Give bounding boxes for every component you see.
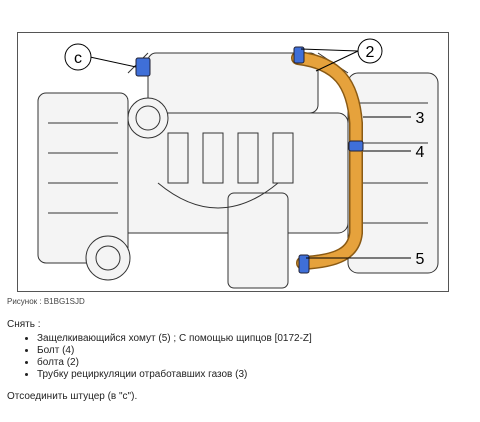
list-item: Трубку рециркуляции отработавших газов (…	[37, 369, 312, 381]
engine-illustration: c 2 3 4 5	[17, 32, 449, 292]
callout-2: 2	[300, 38, 383, 72]
callout-4: 4	[363, 144, 425, 161]
callout-3: 3	[363, 110, 425, 127]
list-item: Болт (4)	[37, 345, 312, 357]
disconnect-instruction: Отсоединить штуцер (в "с").	[7, 391, 138, 402]
engine-body	[37, 52, 439, 289]
remove-label: Снять :	[7, 319, 41, 330]
callout-c: c	[64, 43, 137, 71]
svg-text:2: 2	[366, 44, 375, 61]
figure-caption: Рисунок : B1BG1SJD	[7, 297, 85, 306]
list-item: Защелкивающийся хомут (5) ; С помощью щи…	[37, 333, 312, 345]
clamp-5	[298, 254, 310, 274]
steps-list: Защелкивающийся хомут (5) ; С помощью щи…	[7, 333, 312, 381]
svg-text:5: 5	[416, 251, 425, 268]
svg-text:4: 4	[416, 144, 425, 161]
list-item: болта (2)	[37, 357, 312, 369]
clamp-c	[135, 57, 151, 77]
svg-text:3: 3	[416, 110, 425, 127]
svg-text:c: c	[74, 50, 82, 67]
clamp-4	[348, 140, 364, 152]
clamp-2	[293, 46, 305, 64]
callout-5: 5	[306, 251, 425, 268]
